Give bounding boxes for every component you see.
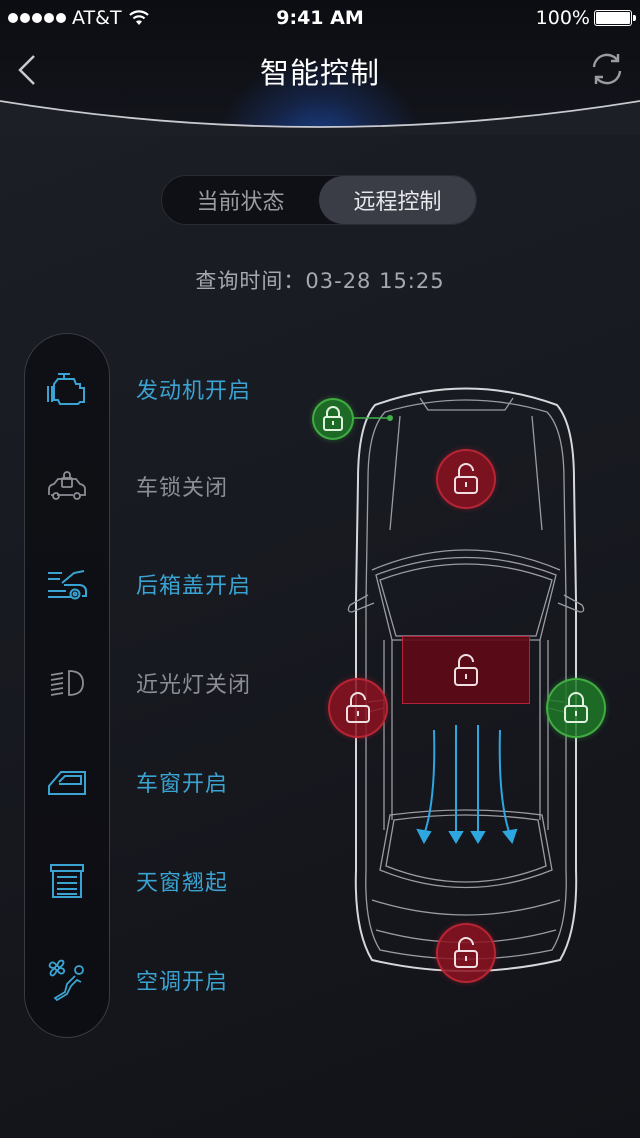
refresh-icon [592, 53, 622, 85]
unlock-icon [454, 937, 478, 968]
tab-remote-control[interactable]: 远程控制 [319, 176, 476, 224]
lock-icon [564, 692, 588, 723]
carrier: AT&T [72, 7, 122, 29]
lock-icon [323, 406, 343, 431]
unlock-icon [454, 463, 478, 494]
car-top-view [347, 387, 585, 972]
status-row-car-window: 车窗开启 [24, 752, 324, 812]
status-label: 发动机开启 [136, 379, 252, 404]
back-button[interactable] [10, 50, 44, 90]
trunk-lock-button[interactable] [436, 923, 496, 983]
status-row-sunroof: 天窗翘起 [24, 851, 324, 911]
low-beam-icon [50, 670, 84, 696]
status-label: 天窗翘起 [136, 871, 229, 896]
car-window-icon [48, 771, 86, 795]
status-label: 车窗开启 [136, 772, 229, 797]
engine-icon [47, 373, 85, 405]
unlock-icon [454, 654, 478, 686]
status-row-low-beam: 近光灯关闭 [24, 653, 324, 713]
signal-dots-icon [8, 13, 66, 23]
segmented-control: 当前状态 远程控制 [161, 175, 477, 225]
status-label: 后箱盖开启 [136, 574, 252, 599]
header-curve [0, 100, 640, 135]
wifi-icon [128, 10, 149, 25]
trunk-icon [48, 570, 87, 600]
battery-percent: 100% [535, 7, 590, 29]
status-icon-rail [24, 333, 110, 1038]
tab-current-status[interactable]: 当前状态 [196, 190, 285, 215]
car-lock-icon [48, 471, 86, 500]
chevron-left-icon [18, 55, 35, 85]
left-door-lock-button[interactable] [328, 678, 388, 738]
air-conditioner-icon [48, 959, 84, 1002]
status-row-engine: 发动机开启 [24, 359, 324, 419]
sunroof-icon [50, 864, 84, 898]
status-label: 车锁关闭 [136, 476, 229, 501]
status-row-air-conditioner: 空调开启 [24, 950, 324, 1010]
refresh-button[interactable] [588, 50, 626, 88]
status-row-car-lock: 车锁关闭 [24, 456, 324, 516]
query-time: 查询时间：03-28 15:25 [195, 269, 445, 293]
page-title: 智能控制 [259, 56, 380, 90]
header-glow [220, 60, 420, 135]
clock: 9:41 AM [276, 7, 364, 29]
status-bar: AT&T 9:41 AM 100% [0, 0, 640, 36]
sunroof-lock-button[interactable] [402, 636, 530, 704]
unlock-icon [346, 692, 370, 723]
battery-icon [594, 10, 636, 26]
header: AT&T 9:41 AM 100% 智能控制 [0, 0, 640, 135]
status-label: 空调开启 [136, 970, 229, 995]
hood-lock-button[interactable] [436, 449, 496, 509]
status-row-trunk: 后箱盖开启 [24, 554, 324, 614]
right-door-lock-button[interactable] [546, 678, 606, 738]
status-label: 近光灯关闭 [136, 673, 252, 698]
front-left-lock-button[interactable] [312, 398, 354, 440]
